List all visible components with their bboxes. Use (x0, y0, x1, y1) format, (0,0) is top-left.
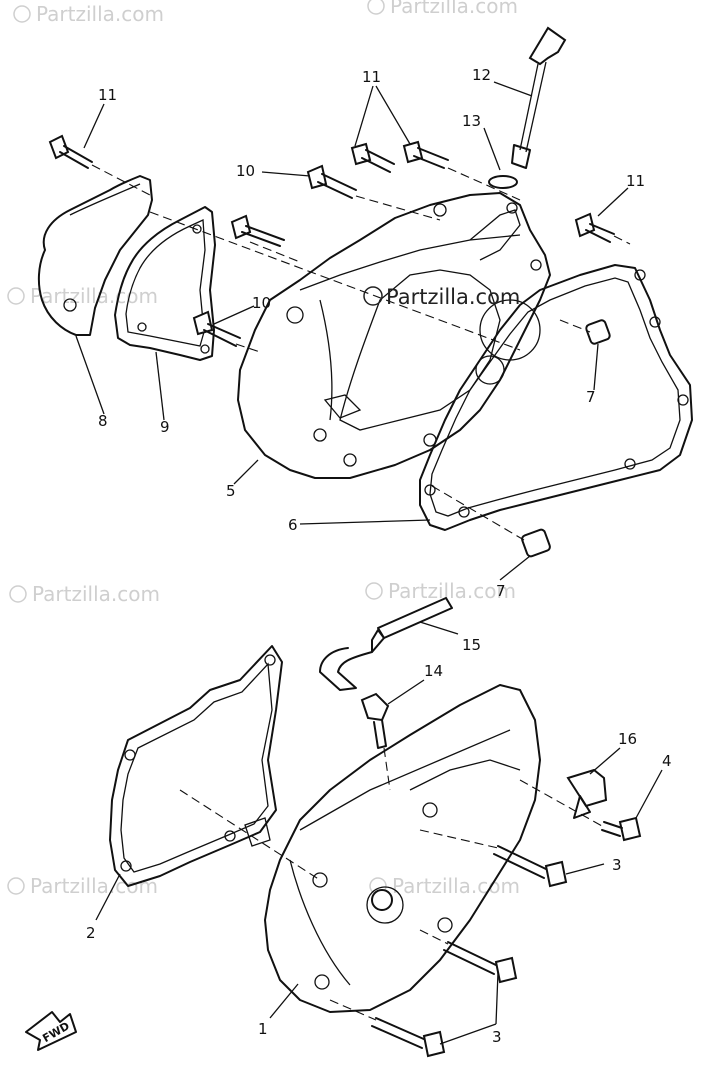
callout-10-upper: 10 (236, 162, 255, 180)
part-7-dowel-lower (521, 528, 551, 558)
callout-10-lower: 10 (252, 294, 271, 312)
part-11-bolt-left (48, 134, 93, 169)
watermark-bottom-left: Partzilla.com (30, 874, 158, 898)
part-11-bolt-b (402, 140, 449, 169)
part-11-bolt-a (350, 142, 395, 173)
part-3-bolt-b (443, 941, 518, 984)
callout-4: 4 (662, 752, 672, 770)
callout-1: 1 (258, 1020, 268, 1038)
leader-lines (75, 81, 663, 1045)
callout-3-upper: 3 (612, 856, 622, 874)
callout-11-top: 11 (362, 68, 381, 86)
watermark-mid-left: Partzilla.com (30, 284, 158, 308)
part-14-hose-fitting (360, 692, 390, 749)
watermark-bottom-center: Partzilla.com (392, 874, 520, 898)
watermark-top-left: Partzilla.com (36, 2, 164, 26)
callout-7-upper: 7 (586, 388, 596, 406)
part-4-bolt (601, 816, 642, 842)
watermark-lower-left: Partzilla.com (32, 582, 160, 606)
part-bolt-mid (230, 214, 285, 247)
watermark-top: Partzilla.com (390, 0, 518, 18)
callout-13: 13 (462, 112, 481, 130)
callout-5: 5 (226, 482, 236, 500)
callout-9: 9 (160, 418, 170, 436)
fwd-arrow: FWD (25, 1011, 77, 1051)
part-8-cover (37, 175, 153, 336)
callout-2: 2 (86, 924, 96, 942)
part-3-bolt-c (371, 1017, 446, 1058)
part-16-clamp (566, 768, 608, 819)
callout-6: 6 (288, 516, 298, 534)
watermark-group: Partzilla.com Partzilla.com Partzilla.co… (7, 0, 520, 898)
center-watermark: Partzilla.com (363, 285, 520, 309)
callout-8: 8 (98, 412, 108, 430)
part-5-crankcase-cover (237, 192, 551, 479)
part-9-gasket (114, 206, 216, 361)
part-7-dowel-upper (585, 319, 611, 345)
part-15-breather-hose (319, 597, 453, 691)
callout-11-left: 11 (98, 86, 117, 104)
part-10-bolt-lower (192, 310, 241, 347)
part-13-o-ring (488, 175, 518, 189)
part-10-bolt-upper (306, 164, 357, 199)
callout-7-lower: 7 (496, 582, 506, 600)
callout-15: 15 (462, 636, 481, 654)
callout-labels: 11 11 12 13 10 11 10 7 8 9 5 6 7 15 14 1… (86, 66, 672, 1046)
part-12-breather-cap (511, 26, 567, 169)
part-6-gasket (419, 264, 693, 531)
callout-3-lower: 3 (492, 1028, 502, 1046)
part-3-bolt-a (493, 845, 568, 888)
part-11-bolt-right (574, 212, 615, 243)
callout-16: 16 (618, 730, 637, 748)
callout-12: 12 (472, 66, 491, 84)
watermark-lower-center: Partzilla.com (388, 579, 516, 603)
center-watermark-text: Partzilla.com (386, 285, 520, 309)
callout-11-right: 11 (626, 172, 645, 190)
part-2-gasket-lower (109, 645, 283, 887)
callout-14: 14 (424, 662, 443, 680)
